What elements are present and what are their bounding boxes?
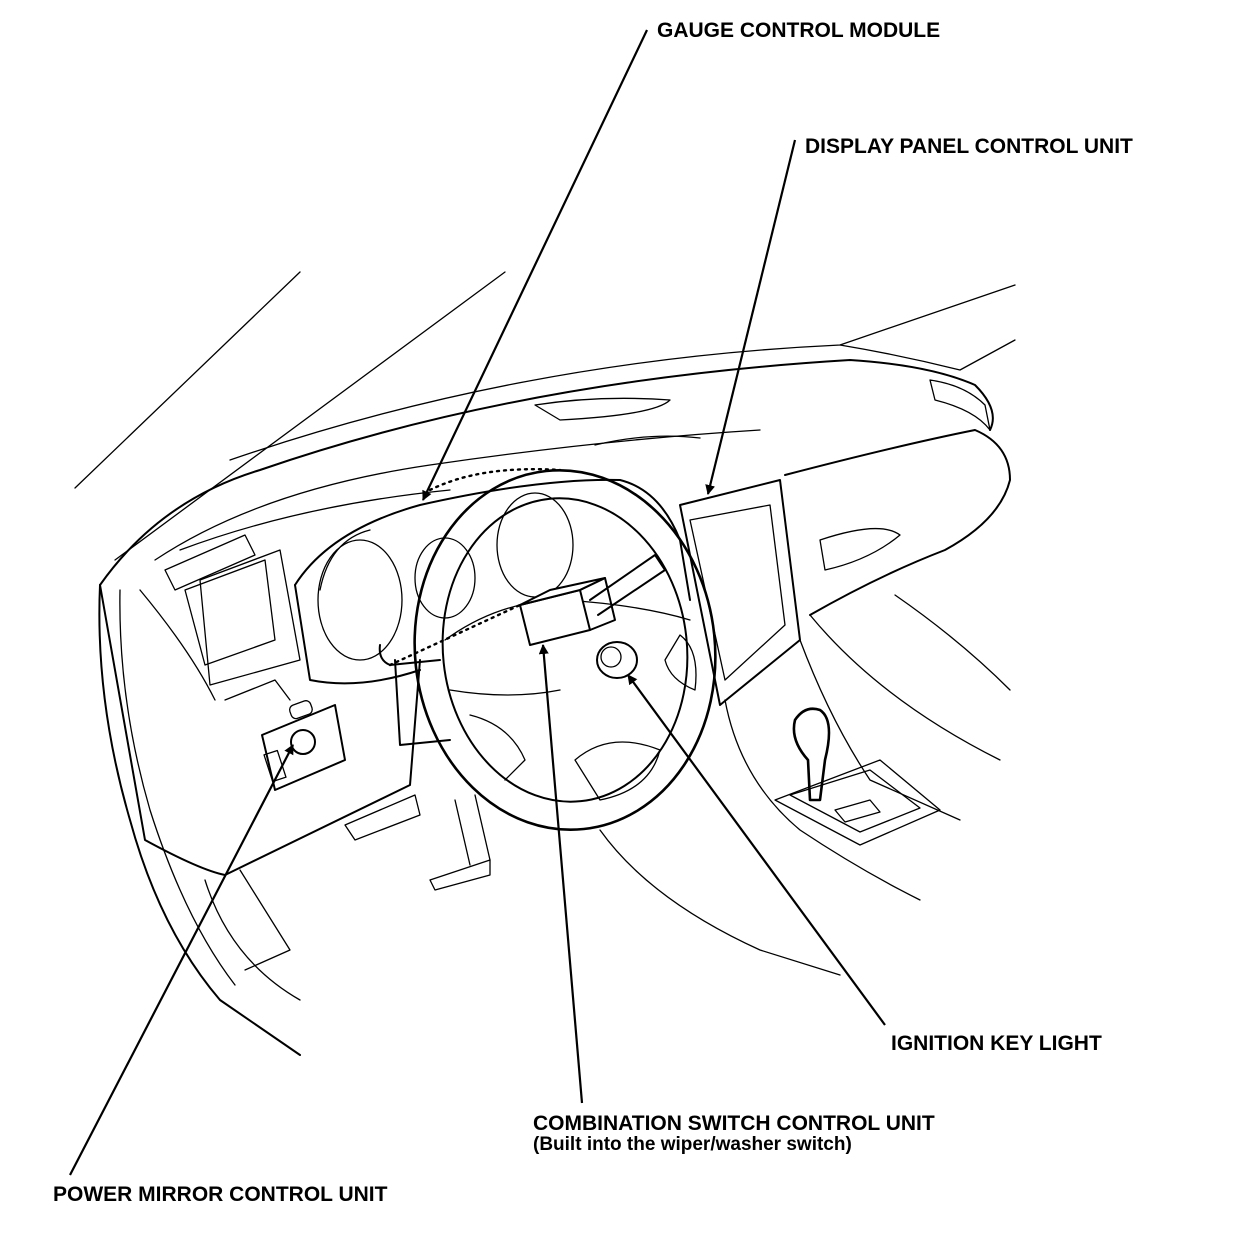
door-panel xyxy=(98,584,301,1056)
passenger-dash xyxy=(784,429,1011,761)
ignition-cylinder xyxy=(596,641,638,679)
leader-gauge-control-module xyxy=(422,29,648,501)
pedals xyxy=(239,794,491,971)
steering-wheel xyxy=(413,469,717,831)
display-panel-control-unit-label: DISPLAY PANEL CONTROL UNIT xyxy=(805,135,1133,158)
center-console xyxy=(679,479,961,901)
gauge-module-hidden-outline xyxy=(388,467,562,667)
ignition-key-light-label: IGNITION KEY LIGHT xyxy=(891,1032,1102,1055)
driver-dash-left xyxy=(99,534,421,876)
leader-combination-switch xyxy=(538,644,584,1104)
gauge-control-module-label: GAUGE CONTROL MODULE xyxy=(657,19,941,42)
gauge-cluster xyxy=(294,478,691,685)
leader-power-mirror-control-unit xyxy=(69,744,294,1176)
power-mirror-switch xyxy=(261,700,346,791)
dashboard-top xyxy=(99,359,994,586)
combination-switch-note: (Built into the wiper/washer switch) xyxy=(533,1134,852,1155)
leader-ignition-key-light xyxy=(627,674,886,1026)
leader-display-panel-control-unit xyxy=(705,139,797,495)
wiper-switch xyxy=(519,554,666,646)
windshield-outline xyxy=(74,271,1016,561)
combination-switch-control-unit-label: COMBINATION SWITCH CONTROL UNIT xyxy=(533,1112,935,1135)
power-mirror-control-unit-label: POWER MIRROR CONTROL UNIT xyxy=(53,1183,388,1206)
